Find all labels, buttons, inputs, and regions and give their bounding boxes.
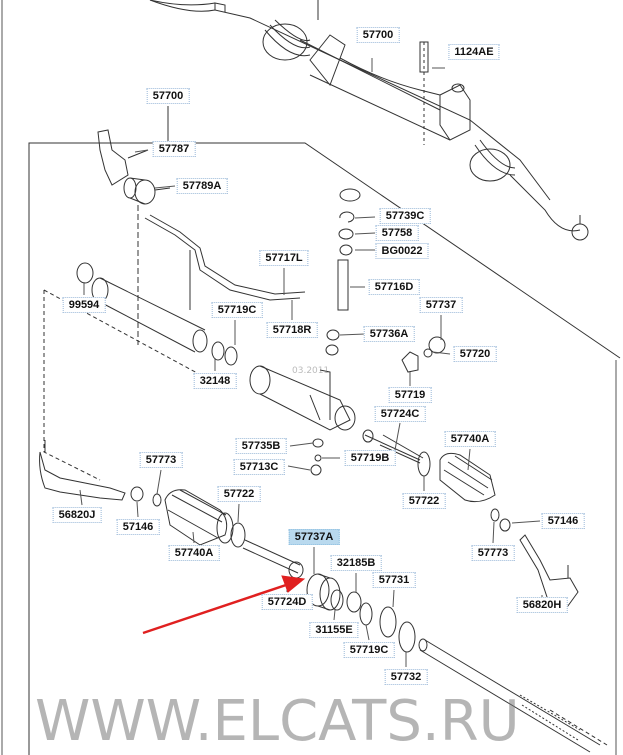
part-label-57735B[interactable]: 57735B xyxy=(235,438,287,454)
left-boot-side xyxy=(39,440,304,579)
part-label-31155E[interactable]: 31155E xyxy=(309,622,359,638)
part-label-57722-left[interactable]: 57722 xyxy=(217,486,261,502)
part-label-57700[interactable]: 57700 xyxy=(356,27,400,43)
part-label-57737A-highlighted[interactable]: 57737A xyxy=(288,529,340,545)
part-label-57720[interactable]: 57720 xyxy=(453,346,497,362)
right-boot-side xyxy=(362,429,579,611)
part-label-57724C[interactable]: 57724C xyxy=(374,406,426,422)
part-label-57716D[interactable]: 57716D xyxy=(368,279,420,295)
part-label-57146-right[interactable]: 57146 xyxy=(541,513,585,529)
bush-57789A xyxy=(123,177,171,345)
part-label-57740A-left[interactable]: 57740A xyxy=(168,545,220,561)
part-label-57758[interactable]: 57758 xyxy=(375,225,419,241)
red-arrow-icon xyxy=(142,575,306,635)
part-label-57717L[interactable]: 57717L xyxy=(259,250,309,266)
part-label-32148[interactable]: 32148 xyxy=(193,373,237,389)
rack-housing xyxy=(76,262,356,431)
part-label-57722-right[interactable]: 57722 xyxy=(402,493,446,509)
watermark-date: 03.2011 xyxy=(292,366,330,376)
leader-lines xyxy=(79,149,543,667)
part-label-57146-left[interactable]: 57146 xyxy=(116,519,160,535)
part-label-1124AE[interactable]: 1124AE xyxy=(448,44,500,60)
pipe-lines xyxy=(144,214,306,310)
part-label-57700-group[interactable]: 57700 xyxy=(146,88,190,104)
part-label-57719C-upper[interactable]: 57719C xyxy=(211,302,263,318)
part-label-57737[interactable]: 57737 xyxy=(419,297,463,313)
part-label-57731[interactable]: 57731 xyxy=(372,572,416,588)
part-label-57718R[interactable]: 57718R xyxy=(266,322,318,338)
part-label-57719C-lower[interactable]: 57719C xyxy=(343,642,395,658)
part-label-32185B[interactable]: 32185B xyxy=(330,555,382,571)
part-label-56820J[interactable]: 56820J xyxy=(52,507,102,523)
part-label-57719B[interactable]: 57719B xyxy=(344,450,396,466)
lower-seals xyxy=(306,573,601,753)
leaders-top xyxy=(371,58,445,72)
part-label-57732[interactable]: 57732 xyxy=(384,669,428,685)
part-label-57736A[interactable]: 57736A xyxy=(363,326,415,342)
part-label-57787[interactable]: 57787 xyxy=(152,141,196,157)
part-label-57740A-right[interactable]: 57740A xyxy=(444,431,496,447)
part-label-57773-right[interactable]: 57773 xyxy=(471,545,515,561)
part-label-57719[interactable]: 57719 xyxy=(388,387,432,403)
pinion-stack xyxy=(310,188,446,476)
part-label-57789A[interactable]: 57789A xyxy=(176,178,228,194)
part-label-57713C[interactable]: 57713C xyxy=(233,459,285,475)
part-label-56820H[interactable]: 56820H xyxy=(516,597,568,613)
part-label-57724D[interactable]: 57724D xyxy=(261,594,313,610)
dashed-guide xyxy=(43,290,101,481)
steering-gear-assembly xyxy=(149,0,589,241)
dashed-guide xyxy=(549,709,608,746)
part-label-57739C[interactable]: 57739C xyxy=(379,208,431,224)
group-frame xyxy=(28,142,621,755)
part-label-99594[interactable]: 99594 xyxy=(62,297,106,313)
part-label-BG0022[interactable]: BG0022 xyxy=(375,243,429,259)
part-label-57773-left[interactable]: 57773 xyxy=(139,452,183,468)
bracket-57787 xyxy=(97,129,149,186)
